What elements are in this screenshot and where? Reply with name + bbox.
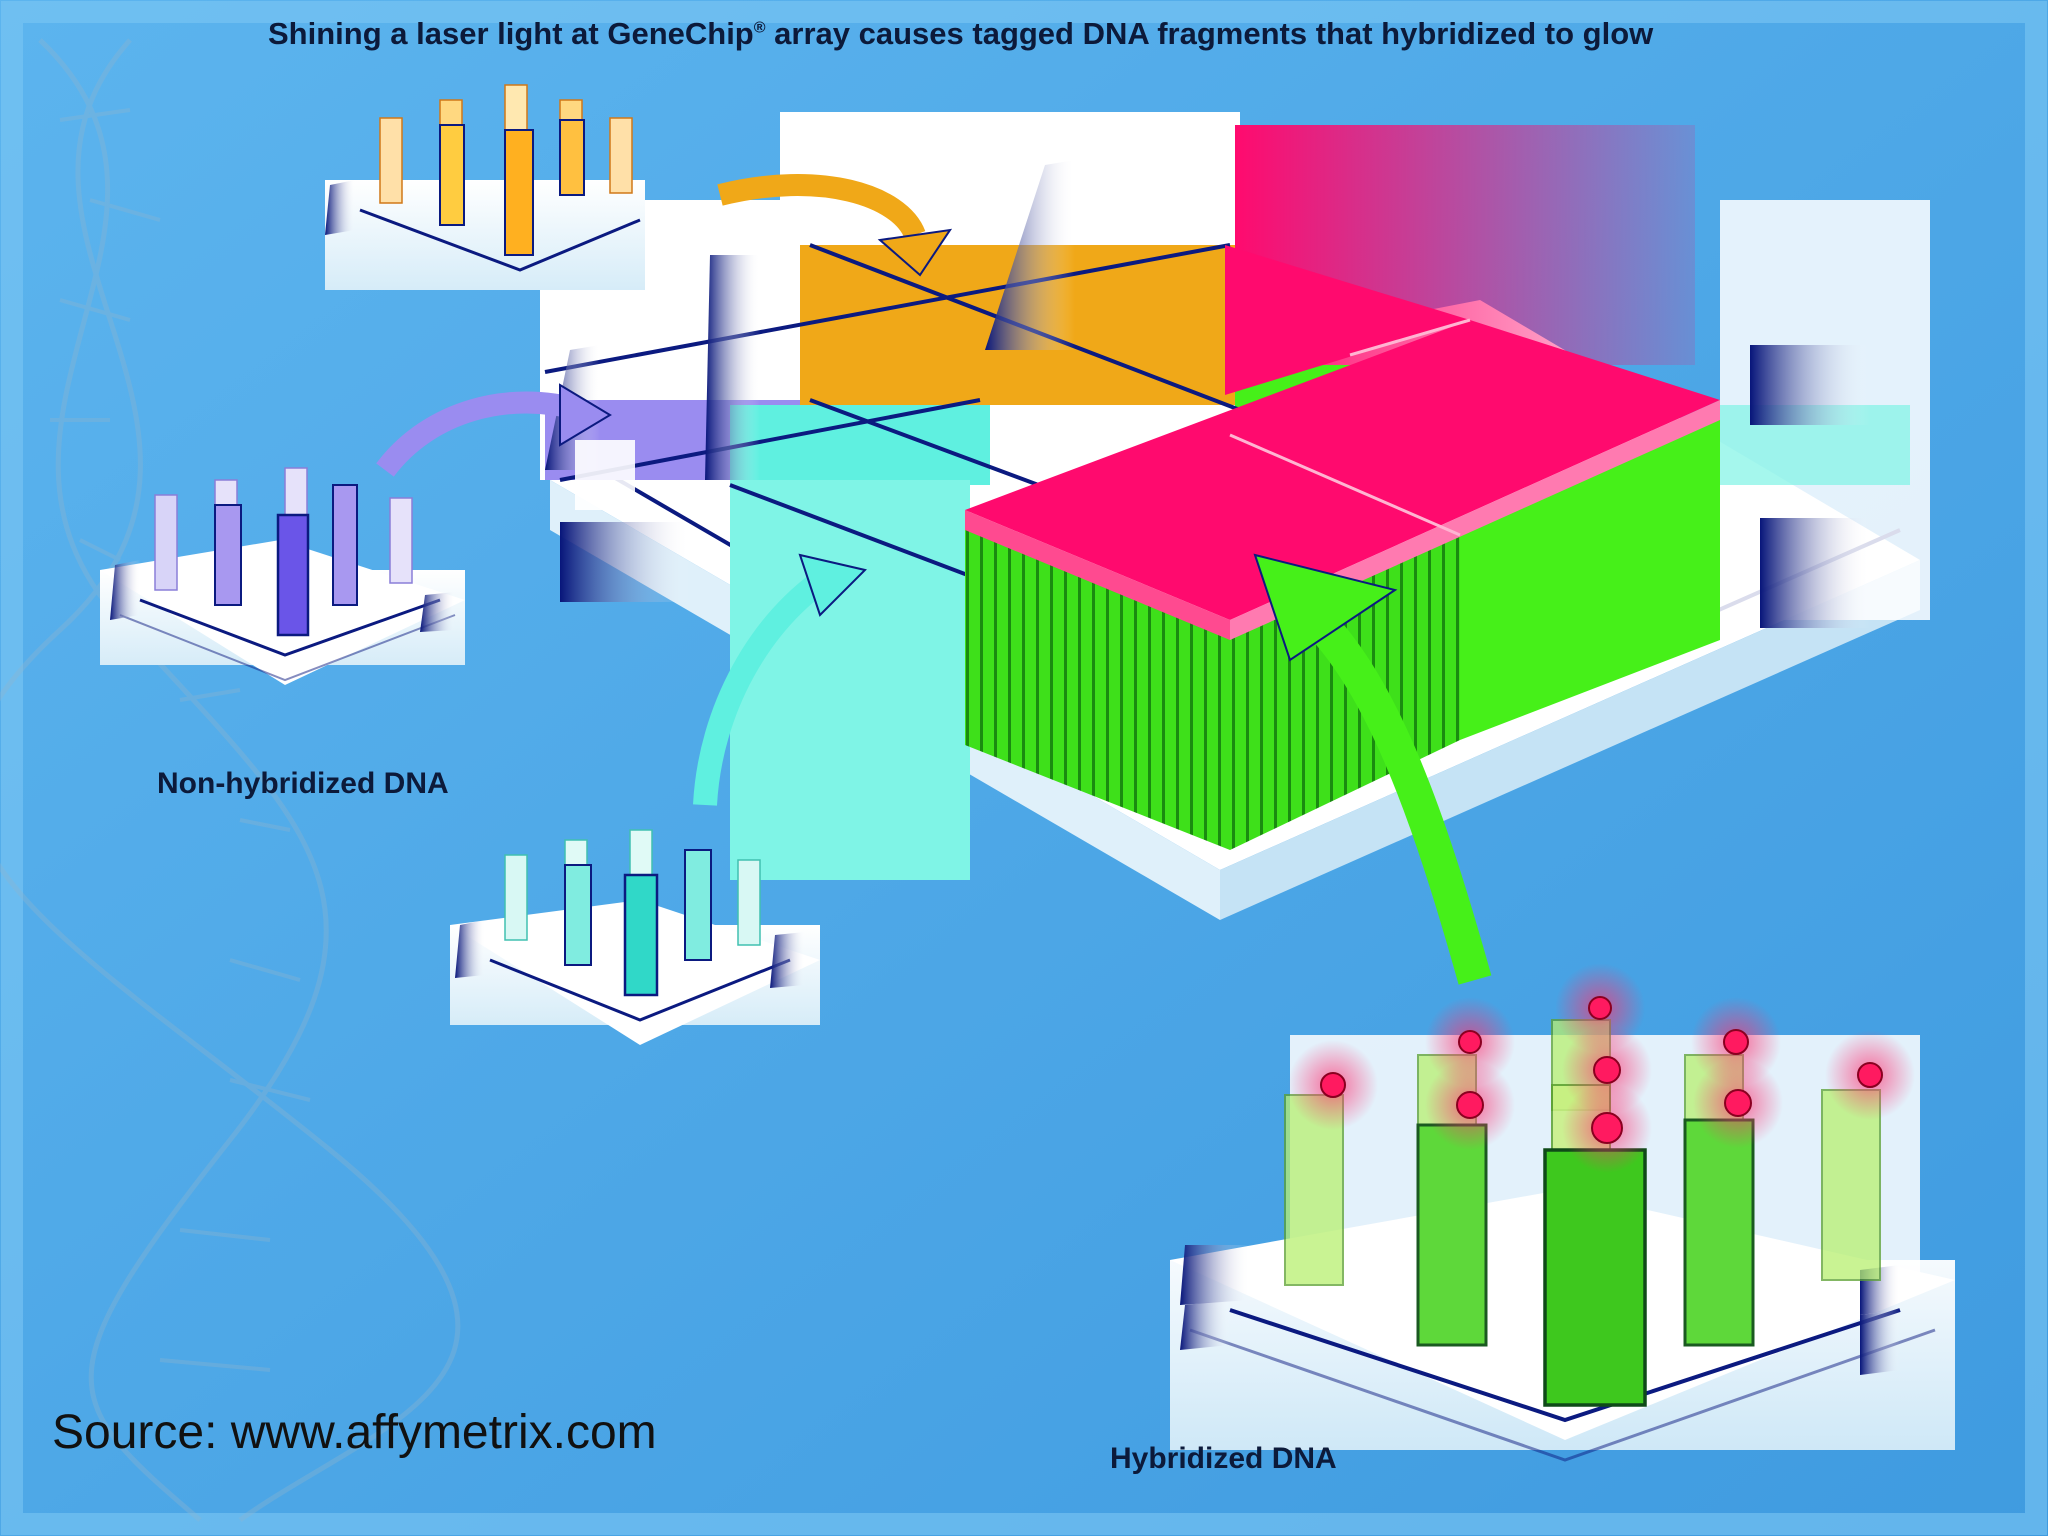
source-credit: Source: www.affymetrix.com <box>52 1406 657 1459</box>
mini-chip-orange <box>325 84 645 290</box>
corner-cube-right-top <box>1750 345 1870 425</box>
wedge-2 <box>985 160 1075 350</box>
label-non-hybridized: Non-hybridized DNA <box>157 767 449 800</box>
diagram-title: Shining a laser light at GeneChip® array… <box>268 16 1654 51</box>
green-block-right <box>1460 400 1720 740</box>
white-cube-left <box>575 440 635 510</box>
mini-chip-purple <box>100 467 465 685</box>
main-chip <box>540 112 1930 920</box>
purple-probes <box>154 467 413 637</box>
hybridized-chip <box>1170 963 1955 1462</box>
pink-upper-slab <box>1225 245 1470 395</box>
arrow-green <box>1253 553 1492 985</box>
wedge-1 <box>705 255 760 480</box>
mini-chip-cyan <box>450 829 820 1045</box>
glowing-tags <box>1288 963 1915 1173</box>
orange-probes <box>379 84 633 256</box>
corner-cube-right-bottom <box>1760 518 1870 628</box>
cyan-front <box>730 480 970 880</box>
chip-base-right <box>1220 560 1920 920</box>
pink-top-slab <box>965 320 1720 620</box>
label-hybridized: Hybridized DNA <box>1110 1442 1337 1475</box>
arrow-orange <box>717 174 953 277</box>
arrow-cyan <box>693 553 867 806</box>
corner-cube-left <box>560 522 690 602</box>
dna-helix-decoration <box>0 38 461 1523</box>
arrow-purple <box>376 383 612 477</box>
cyan-probes <box>504 829 761 997</box>
